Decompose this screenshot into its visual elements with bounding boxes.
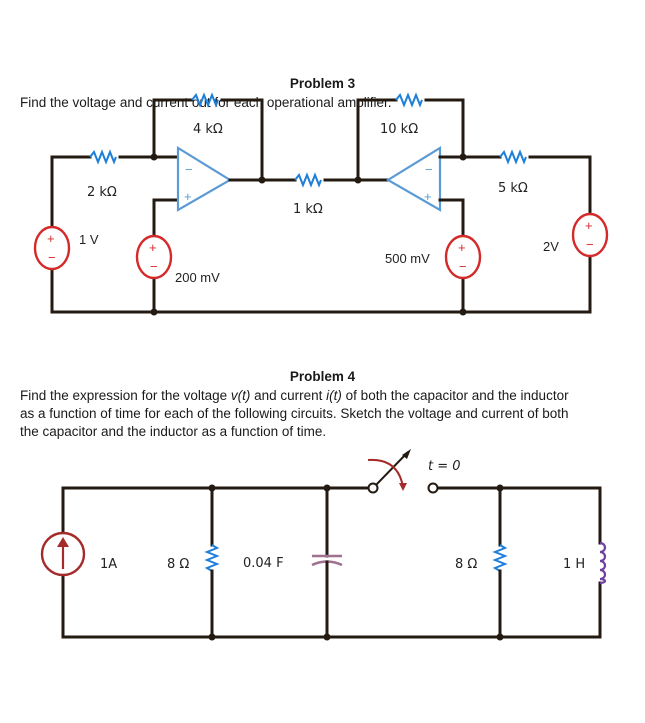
label-1a: 1A <box>100 557 117 572</box>
problem3-prompt: Find the voltage and current out for eac… <box>20 95 392 110</box>
node <box>208 484 216 492</box>
label-4k: 4 kΩ <box>193 122 223 137</box>
resistor-10k <box>395 92 423 108</box>
resistor-1k <box>294 172 322 188</box>
svg-text:+: + <box>458 240 466 255</box>
label-200mv: 200 mV <box>175 270 220 285</box>
prompt-text: Find the expression for the voltage <box>20 388 231 403</box>
svg-text:−: − <box>48 250 56 265</box>
wire-bottom <box>61 573 602 639</box>
prompt-vt: v(t) <box>230 388 251 403</box>
svg-text:+: + <box>47 231 55 246</box>
resistor-8-right <box>492 544 508 572</box>
wire-noninv1 <box>152 198 180 240</box>
wire-left-top <box>50 155 92 240</box>
opamp2-minus: − <box>425 162 433 177</box>
node <box>496 484 504 492</box>
wire-fb1-left <box>152 98 194 159</box>
resistor-2k <box>89 149 117 165</box>
wire-fb2-left <box>356 98 398 182</box>
node <box>150 308 158 316</box>
wire-fb1-right <box>220 98 264 182</box>
voltage-source-1v: + − <box>33 225 71 271</box>
label-2v: 2V <box>543 239 559 254</box>
current-source-1a <box>40 531 86 577</box>
opamp-circuit-diagram: − + − + + − + − + − + − 4 kΩ 10 kΩ 2 kΩ … <box>33 92 609 316</box>
label-2k: 2 kΩ <box>87 185 117 200</box>
svg-text:−: − <box>150 259 158 274</box>
node <box>459 153 467 161</box>
problem4-prompt-line3: the capacitor and the inductor as a func… <box>20 424 327 439</box>
opamp-1 <box>176 146 233 212</box>
resistor-5k <box>499 149 527 165</box>
node <box>496 633 504 641</box>
problem4-title: Problem 4 <box>289 369 356 384</box>
svg-text:−: − <box>586 237 594 252</box>
svg-text:−: − <box>459 259 467 274</box>
wire-top-left <box>61 486 374 534</box>
voltage-source-200mv: + − <box>135 234 173 280</box>
voltage-source-500mv: + − <box>444 234 482 280</box>
wire-right <box>528 155 592 240</box>
svg-text:+: + <box>585 218 593 233</box>
problem4-prompt-line1: Find the expression for the voltage v(t)… <box>20 387 569 405</box>
opamp1-plus: + <box>184 189 192 204</box>
label-8ohm-left: 8 Ω <box>167 557 189 572</box>
prompt-text: and current <box>250 388 327 403</box>
inductor-1h <box>599 541 607 585</box>
label-switch-time: t = 0 <box>428 459 461 474</box>
voltage-source-2v: + − <box>571 212 609 258</box>
label-capacitor: 0.04 F <box>243 556 284 571</box>
node <box>323 633 331 641</box>
prompt-text: of both the capacitor and the inductor <box>341 388 569 403</box>
label-1k: 1 kΩ <box>293 202 323 217</box>
label-8ohm-right: 8 Ω <box>455 557 477 572</box>
problem4-prompt-line2: as a function of time for each of the fo… <box>20 406 569 421</box>
label-1v: 1 V <box>79 232 99 247</box>
prompt-it: i(t) <box>326 388 342 403</box>
wire-noninv2 <box>438 198 465 240</box>
opamp2-plus: + <box>424 189 432 204</box>
node <box>150 153 158 161</box>
node <box>459 308 467 316</box>
node <box>208 633 216 641</box>
label-10k: 10 kΩ <box>380 122 418 137</box>
svg-text:+: + <box>149 240 157 255</box>
node <box>354 176 362 184</box>
node <box>323 484 331 492</box>
label-inductor: 1 H <box>563 557 585 572</box>
label-5k: 5 kΩ <box>498 181 528 196</box>
wire-bottom <box>50 256 592 314</box>
wire-fb2-right <box>424 98 465 159</box>
resistor-4k <box>191 92 219 108</box>
opamp1-minus: − <box>185 162 193 177</box>
label-500mv: 500 mV <box>385 251 430 266</box>
node <box>258 176 266 184</box>
opamp-2 <box>385 146 442 212</box>
wire-top-right <box>435 486 602 545</box>
switch-t0[interactable] <box>367 449 439 494</box>
resistor-8-left <box>204 544 220 572</box>
problem3-title: Problem 3 <box>289 76 356 91</box>
